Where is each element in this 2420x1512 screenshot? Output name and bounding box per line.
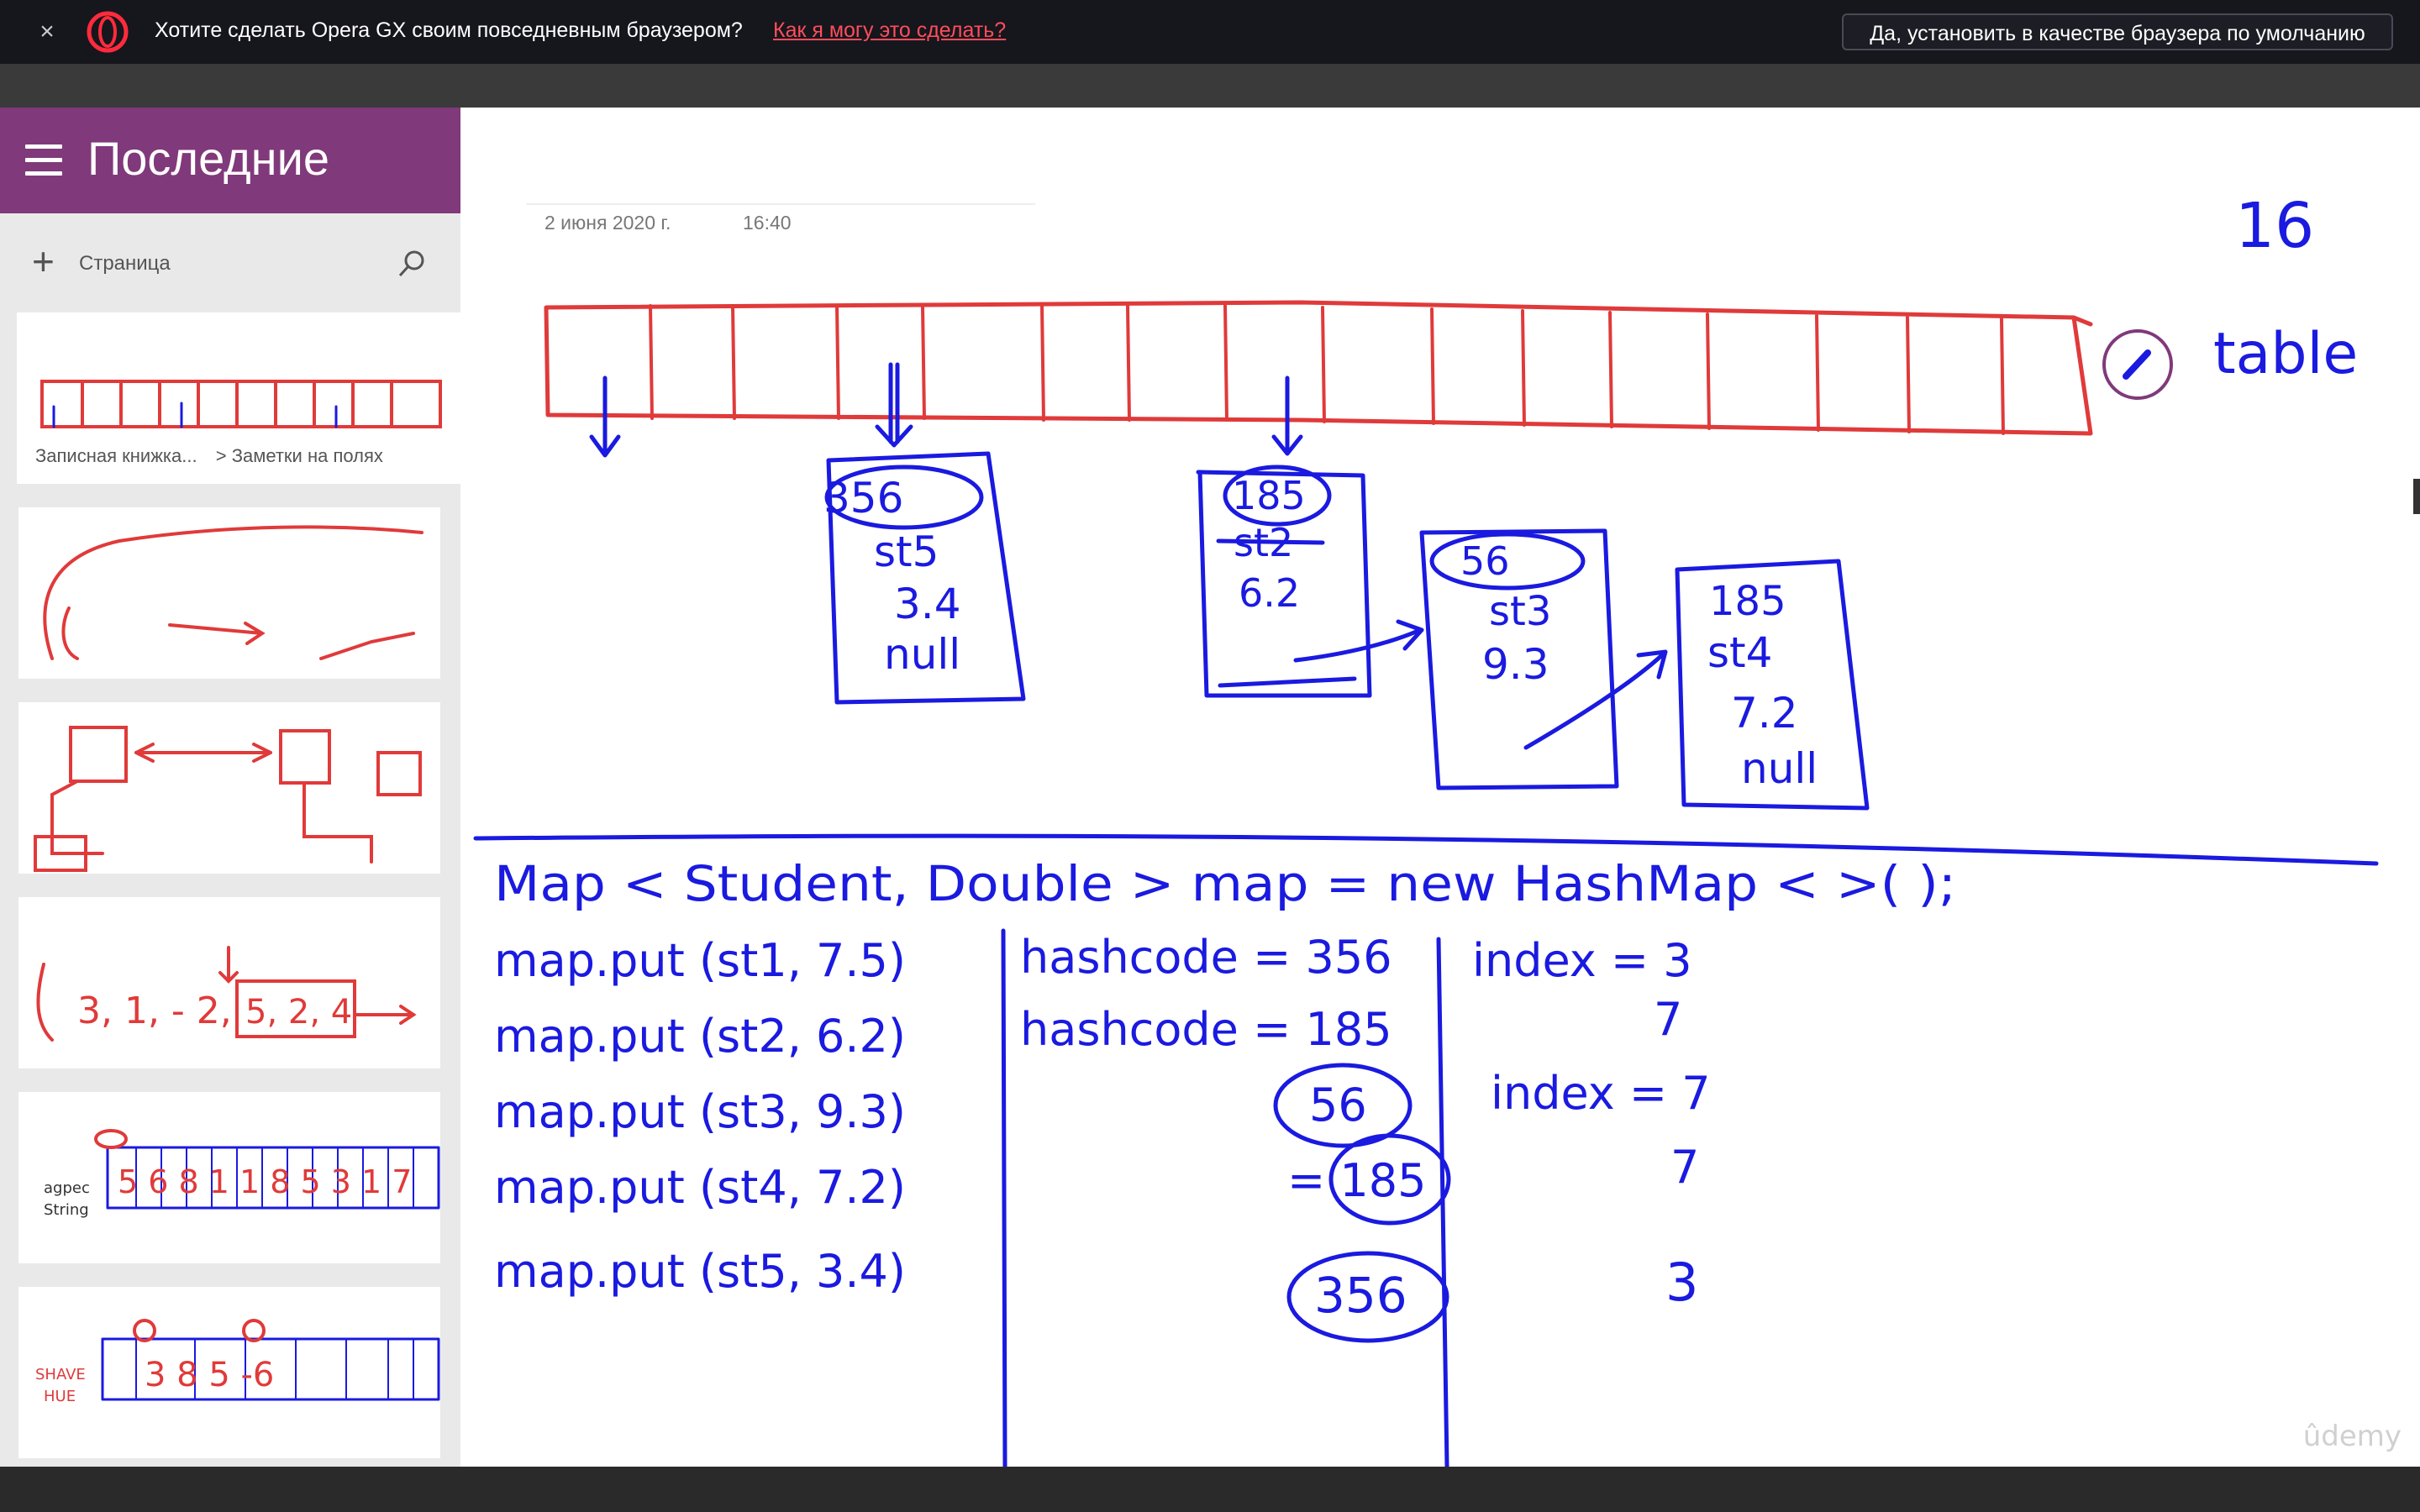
put-line-2: map.put (st2, 6.2) bbox=[494, 1010, 906, 1063]
node-a-line-1: st5 bbox=[874, 528, 939, 576]
resize-handle[interactable] bbox=[2413, 479, 2420, 514]
node-d-line-0: 185 bbox=[1709, 578, 1786, 625]
put-line-1: map.put (st1, 7.5) bbox=[494, 934, 906, 987]
node-b-line-1: st2 bbox=[1234, 520, 1293, 565]
node-d-line-2: 7.2 bbox=[1731, 689, 1798, 738]
hashcode-line-5: 356 bbox=[1314, 1267, 1407, 1324]
sidebar-header: Последние bbox=[0, 108, 460, 213]
udemy-watermark: ûdemy bbox=[2302, 1420, 2402, 1453]
svg-text:agpec: agpec bbox=[44, 1179, 90, 1197]
handwriting-ink bbox=[473, 300, 2379, 1467]
section-name: > Заметки на полях bbox=[215, 445, 383, 466]
index-line-1: index = 3 bbox=[1472, 934, 1692, 987]
index-line-2: 7 bbox=[1654, 993, 1682, 1046]
pen-tool-icon bbox=[2102, 329, 2173, 400]
svg-text:3, 1, - 2,: 3, 1, - 2, bbox=[77, 990, 232, 1032]
title-rule bbox=[526, 203, 1035, 205]
notebook-name: Записная книжка... bbox=[35, 445, 197, 466]
svg-text:5 6 8 1 1 8 5 3 1 7: 5 6 8 1 1 8 5 3 1 7 bbox=[118, 1163, 412, 1200]
add-page-button[interactable]: Страница bbox=[79, 252, 171, 275]
divider-lines bbox=[473, 833, 2379, 1467]
default-browser-banner: × Хотите сделать Opera GX своим повседне… bbox=[0, 0, 2420, 64]
page-thumbnail[interactable]: 3, 1, - 2, 5, 2, 4 bbox=[18, 897, 440, 1068]
hashcode-line-3: 56 bbox=[1309, 1079, 1367, 1131]
page-thumbnail[interactable] bbox=[18, 507, 440, 679]
how-to-link[interactable]: Как я могу это сделать? bbox=[773, 18, 1007, 42]
hamburger-menu-icon[interactable] bbox=[25, 144, 62, 178]
hashcode-line-1: hashcode = 356 bbox=[1020, 931, 1392, 984]
browser-toolbar-strip bbox=[0, 64, 2420, 108]
put-line-5: map.put (st5, 3.4) bbox=[494, 1245, 906, 1298]
put-line-3: map.put (st3, 9.3) bbox=[494, 1085, 906, 1138]
svg-text:5, 2, 4: 5, 2, 4 bbox=[245, 993, 352, 1032]
opera-logo-icon bbox=[87, 11, 129, 53]
index-line-3: index = 7 bbox=[1491, 1067, 1711, 1120]
node-d-line-3: null bbox=[1741, 744, 1818, 793]
page-thumbnail[interactable]: 5 6 8 1 1 8 5 3 1 7 agpec String bbox=[18, 1092, 440, 1263]
page-thumbnail[interactable]: 3 8 5 -6 SHAVE HUE bbox=[18, 1287, 440, 1458]
page-breadcrumb: Записная книжка... > Заметки на полях bbox=[35, 445, 383, 467]
page-preview bbox=[43, 525, 424, 660]
svg-text:3 8 5 -6: 3 8 5 -6 bbox=[145, 1356, 274, 1394]
bottom-bar bbox=[0, 1467, 2420, 1512]
node-a-line-0: 356 bbox=[823, 474, 903, 522]
page-preview bbox=[34, 726, 422, 872]
page-time: 16:40 bbox=[743, 212, 792, 234]
hash-table-array bbox=[544, 300, 2093, 436]
hashcode-line-4: = 185 bbox=[1287, 1154, 1426, 1207]
size-label: 16 bbox=[2235, 190, 2314, 262]
svg-text:SHAVE: SHAVE bbox=[35, 1366, 86, 1383]
index-line-4: 7 bbox=[1670, 1141, 1699, 1194]
hashcode-line-2: hashcode = 185 bbox=[1020, 1003, 1392, 1056]
set-default-browser-button[interactable]: Да, установить в качестве браузера по ум… bbox=[1842, 13, 2393, 50]
page-thumbnail-active[interactable]: Записная книжка... > Заметки на полях bbox=[17, 312, 460, 484]
node-a-line-2: 3.4 bbox=[894, 580, 961, 628]
sidebar-title: Последние bbox=[87, 132, 330, 185]
close-icon[interactable]: × bbox=[39, 18, 55, 45]
pages-sidebar: Последние + Страница Записная книжка... … bbox=[0, 108, 460, 1467]
page-date: 2 июня 2020 г. bbox=[544, 212, 671, 234]
page-preview: 3 8 5 -6 SHAVE HUE bbox=[35, 1319, 440, 1405]
page-preview bbox=[40, 380, 442, 428]
banner-message: Хотите сделать Opera GX своим повседневн… bbox=[155, 18, 743, 42]
svg-text:HUE: HUE bbox=[44, 1388, 76, 1405]
handwriting-text: 16 table 356 st5 3.4 null 185 st2 6.2 56… bbox=[494, 190, 2358, 1324]
node-b-line-0: 185 bbox=[1232, 473, 1306, 518]
table-label: table bbox=[2213, 321, 2358, 387]
node-c-line-2: 9.3 bbox=[1482, 640, 1549, 689]
put-line-4: map.put (st4, 7.2) bbox=[494, 1161, 906, 1214]
index-line-5: 3 bbox=[1665, 1252, 1698, 1313]
node-b-line-2: 6.2 bbox=[1239, 570, 1300, 616]
linked-nodes bbox=[824, 451, 1870, 811]
page-preview: 3, 1, - 2, 5, 2, 4 bbox=[36, 946, 417, 1042]
add-page-icon[interactable]: + bbox=[32, 239, 55, 283]
page-thumbnail[interactable] bbox=[18, 702, 440, 874]
map-declaration: Map < Student, Double > map = new HashMa… bbox=[494, 855, 1956, 912]
node-c-line-1: st3 bbox=[1489, 588, 1551, 635]
svg-text:String: String bbox=[44, 1201, 89, 1219]
hashcode-circles bbox=[1273, 1063, 1451, 1343]
page-preview: 5 6 8 1 1 8 5 3 1 7 agpec String bbox=[44, 1129, 440, 1219]
note-canvas[interactable]: 2 июня 2020 г. 16:40 bbox=[460, 108, 2420, 1467]
node-c-line-0: 56 bbox=[1460, 538, 1510, 584]
search-icon[interactable] bbox=[395, 247, 429, 281]
node-d-line-1: st4 bbox=[1707, 628, 1772, 677]
bucket-arrows bbox=[589, 362, 1303, 458]
node-a-line-3: null bbox=[884, 630, 960, 679]
